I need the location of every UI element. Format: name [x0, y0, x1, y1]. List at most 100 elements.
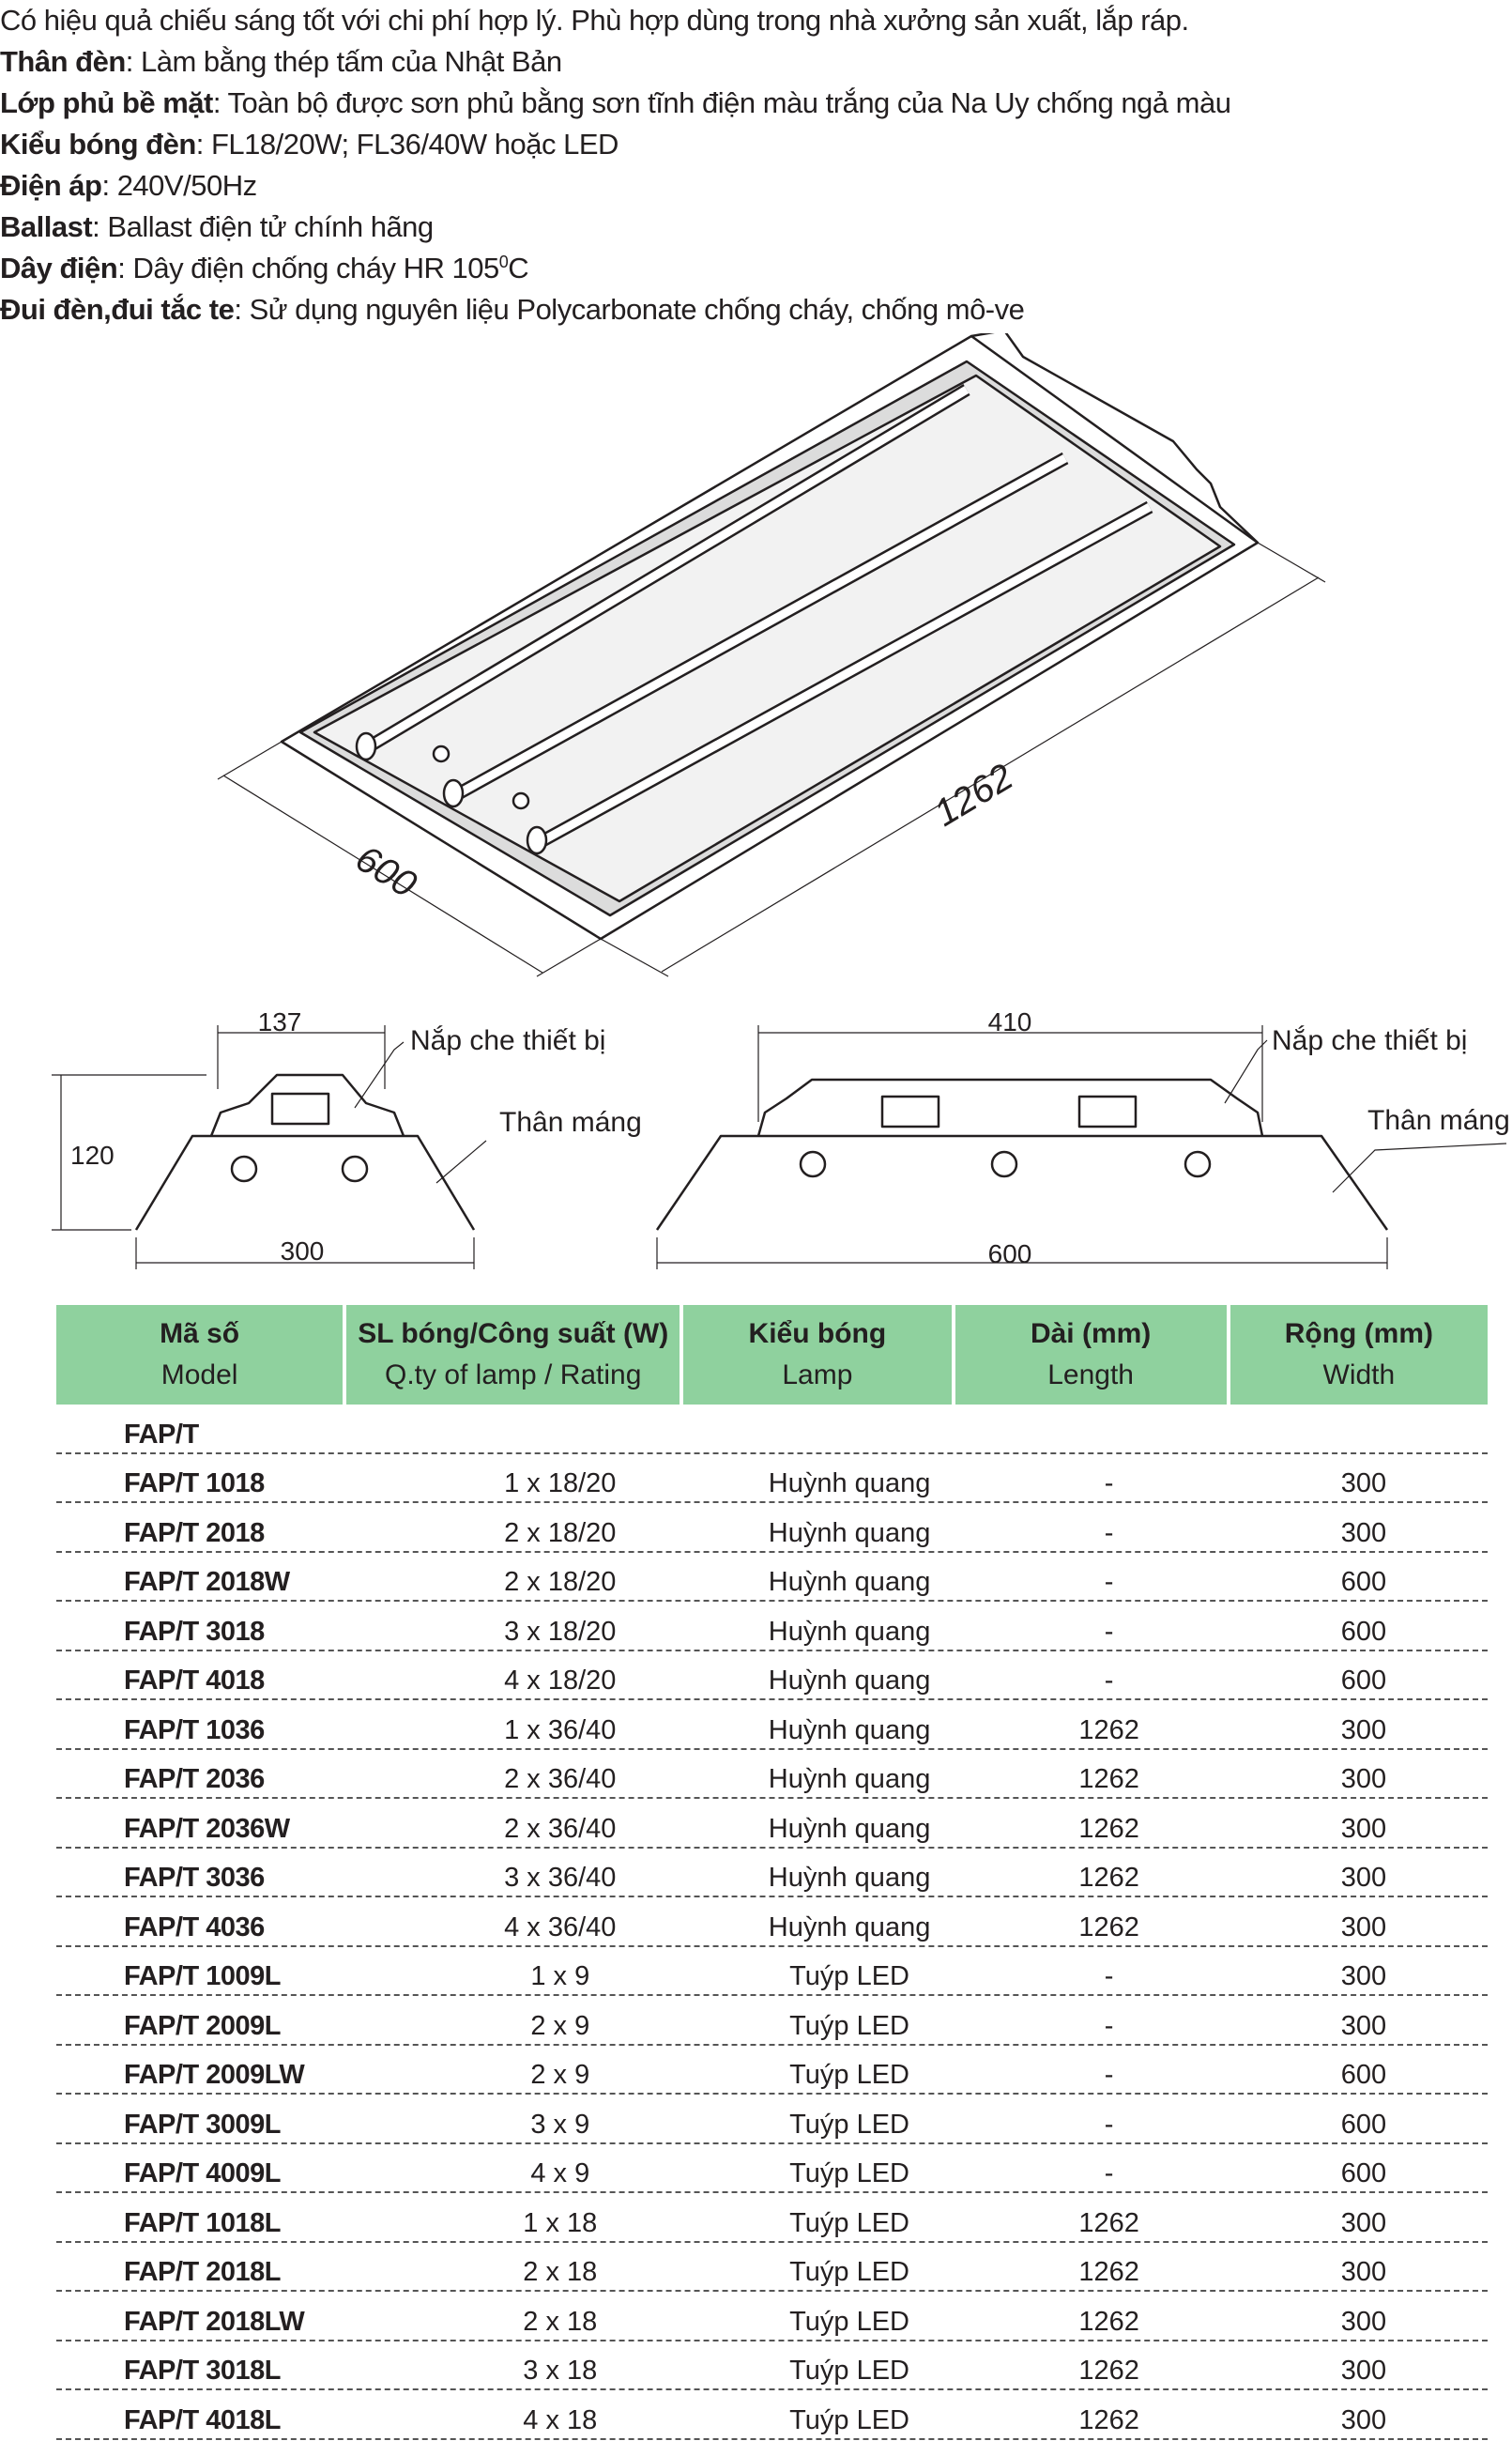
cell-lamp: Tuýp LED — [789, 2306, 909, 2337]
cell-width: 300 — [1340, 2207, 1387, 2238]
fixture-socket — [526, 825, 548, 855]
cell-lamp: Huỳnh quang — [768, 1468, 931, 1498]
cell-model: FAP/T 1036 — [124, 1714, 265, 1745]
spec-line-lamp-type: Kiểu bóng đèn: FL18/20W; FL36/40W hoặc L… — [0, 124, 1408, 165]
spec-text: : Sử dụng nguyên liệu Polycarbonate chốn… — [234, 293, 1025, 326]
cell-width: 300 — [1340, 2356, 1387, 2386]
cell-lamp: Tuýp LED — [789, 2404, 909, 2435]
cell-lamp: Tuýp LED — [789, 2010, 909, 2041]
cell-width: 300 — [1340, 1911, 1387, 1942]
spec-list: Có hiệu quả chiếu sáng tốt với chi phí h… — [0, 0, 1408, 330]
cell-length: 1262 — [1078, 1911, 1139, 1942]
cell-model: FAP/T 3018 — [124, 1616, 265, 1647]
cell-rating: 4 x 9 — [530, 2158, 590, 2188]
cell-width: 300 — [1340, 1714, 1387, 1745]
header-en: Width — [1322, 1359, 1396, 1390]
cell-model: FAP/T 4018 — [124, 1666, 265, 1696]
cell-width: 300 — [1340, 2257, 1387, 2287]
section-small-cover-label: Nắp che thiết bị — [410, 1025, 605, 1056]
fixture-hole — [432, 745, 451, 763]
section-small-cover — [209, 1073, 405, 1137]
cell-rating: 3 x 18/20 — [504, 1616, 617, 1647]
spec-line-voltage: Điện áp: 240V/50Hz — [0, 165, 1408, 207]
cell-length: - — [1104, 1666, 1114, 1696]
section-large-cover — [756, 1078, 1264, 1137]
spec-line-body: Thân đèn: Làm bằng thép tấm của Nhật Bản — [0, 41, 1408, 83]
cell-rating: 4 x 18 — [523, 2404, 598, 2435]
spec-text: : Toàn bộ được sơn phủ bằng sơn tĩnh điệ… — [212, 86, 1231, 119]
header-width: Rộng (mm)Width — [1229, 1305, 1488, 1405]
cell-model: FAP/T 2018L — [124, 2257, 281, 2287]
cell-model: FAP/T 1018L — [124, 2207, 281, 2238]
dimension-line-width — [536, 938, 602, 977]
header-en: Model — [160, 1359, 238, 1390]
spec-line-ballast: Ballast: Ballast điện tử chính hãng — [0, 207, 1408, 248]
spec-line-intro: Có hiệu quả chiếu sáng tốt với chi phí h… — [0, 0, 1408, 41]
spec-text: : 240V/50Hz — [101, 169, 257, 202]
section-large-body — [655, 1134, 1389, 1231]
cell-length: - — [1104, 1961, 1114, 1991]
cell-rating: 4 x 36/40 — [504, 1911, 617, 1942]
cell-length: 1262 — [1078, 2257, 1139, 2287]
dimension-line-width — [222, 775, 543, 974]
section-large-bottom-label: 600 — [988, 1239, 1032, 1268]
cell-rating: 1 x 18/20 — [504, 1468, 617, 1498]
cell-model: FAP/T 1009L — [124, 1961, 281, 1991]
cell-lamp: Huỳnh quang — [768, 1764, 931, 1794]
dimension-line-width — [217, 741, 283, 780]
cell-length: - — [1104, 2010, 1114, 2041]
section-small-top-label: 137 — [258, 1007, 302, 1036]
cell-width: 300 — [1340, 2306, 1387, 2337]
fixture-tube-2-inner — [448, 454, 1068, 802]
section-large-hole — [799, 1150, 827, 1178]
cell-lamp: Huỳnh quang — [768, 1911, 931, 1942]
spec-text: : Làm bằng thép tấm của Nhật Bản — [125, 45, 562, 78]
section-small-body-label: Thân máng — [499, 1107, 642, 1138]
cell-lamp: Tuýp LED — [789, 2207, 909, 2238]
spec-label: Đui đèn,đui tắc te — [0, 293, 235, 326]
section-large-socket — [880, 1095, 940, 1128]
cell-model: FAP/T 2009L — [124, 2010, 281, 2041]
cell-lamp: Tuýp LED — [789, 2257, 909, 2287]
spec-line-wire: Dây điện: Dây điện chống cháy HR 1050C — [0, 248, 1408, 289]
cell-length: - — [1104, 1567, 1114, 1597]
spec-superscript: 0 — [498, 253, 509, 271]
cell-rating: 1 x 36/40 — [504, 1714, 617, 1745]
section-large-cover-label: Nắp che thiết bị — [1272, 1025, 1467, 1056]
cell-model: FAP/T 3009L — [124, 2109, 281, 2140]
cell-rating: 4 x 18/20 — [504, 1666, 617, 1696]
fixture-end-cap — [970, 333, 1259, 544]
cell-rating: 3 x 36/40 — [504, 1863, 617, 1893]
cell-width: 300 — [1340, 1764, 1387, 1794]
cell-model: FAP/T 2036 — [124, 1764, 265, 1794]
header-vi: Dài (mm) — [1030, 1318, 1152, 1349]
cell-length: - — [1104, 2109, 1114, 2140]
spec-label: Dây điện — [0, 252, 118, 284]
cell-lamp: Tuýp LED — [789, 2109, 909, 2140]
iso-length-label: 1262 — [927, 756, 1020, 835]
cell-width: 300 — [1340, 2010, 1387, 2041]
cell-length: 1262 — [1078, 1863, 1139, 1893]
cell-length: 1262 — [1078, 2404, 1139, 2435]
cell-length: 1262 — [1078, 1813, 1139, 1844]
section-small-hole — [341, 1155, 369, 1183]
table-group-row: FAP/T — [56, 1405, 1488, 1454]
cell-rating: 2 x 36/40 — [504, 1764, 617, 1794]
header-vi: SL bóng/Công suất (W) — [358, 1318, 669, 1349]
cell-rating: 1 x 18 — [523, 2207, 598, 2238]
fixture-isometric-drawing: 1262 600 — [217, 333, 1326, 977]
dimension-line-length — [661, 576, 1320, 973]
dimension-line-length — [1257, 542, 1326, 583]
